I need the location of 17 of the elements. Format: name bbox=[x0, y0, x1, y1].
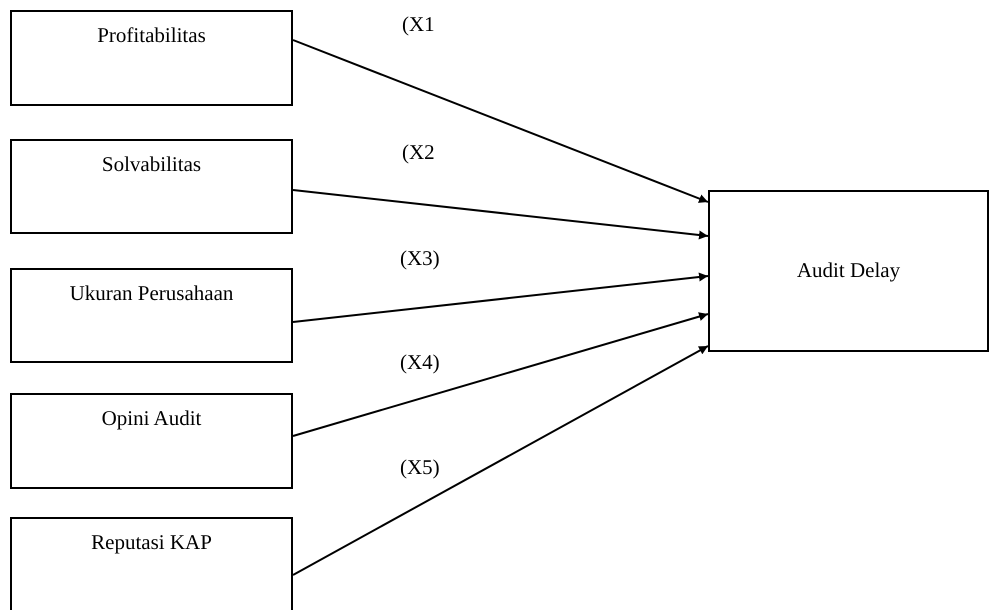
variable-box bbox=[10, 268, 293, 363]
arrow bbox=[292, 39, 708, 203]
variable-name: Ukuran Perusahaan bbox=[70, 280, 234, 307]
variable-box bbox=[10, 139, 293, 234]
arrow bbox=[292, 345, 708, 576]
arrow bbox=[292, 189, 708, 240]
variable-name: Solvabilitas bbox=[102, 151, 202, 178]
variable-name: Reputasi KAP bbox=[91, 529, 212, 556]
variable-box bbox=[10, 393, 293, 489]
arrow bbox=[292, 272, 708, 323]
variable-box bbox=[708, 190, 989, 352]
variable-box bbox=[10, 517, 293, 610]
variable-name: Audit Delay bbox=[796, 257, 900, 284]
variable-name: Opini Audit bbox=[102, 405, 202, 432]
variable-name: Profitabilitas bbox=[97, 22, 206, 49]
arrow bbox=[292, 312, 708, 437]
variable-box bbox=[10, 10, 293, 106]
